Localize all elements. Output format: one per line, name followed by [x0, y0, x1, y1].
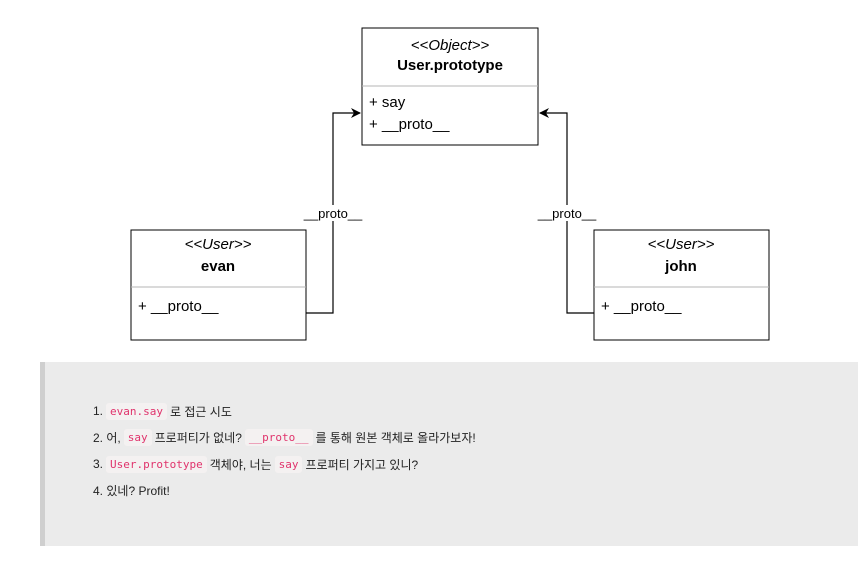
prototype-diagram: <<Object>> User.prototype + say + __prot…	[130, 27, 770, 341]
prototype-attr-say: + say	[369, 94, 406, 111]
note-line-1: 1. evan.say 로 접근 시도	[93, 398, 858, 425]
note-1-code: evan.say	[106, 402, 167, 420]
note-line-2: 2. 어, say 프로퍼티가 없네? __proto__ 를 통해 원본 객체…	[93, 425, 858, 452]
note-4-index: 4.	[93, 483, 104, 498]
note-1-text: 로 접근 시도	[170, 404, 232, 419]
prototype-attr-proto: + __proto__	[369, 116, 450, 133]
john-stereotype: <<User>>	[648, 236, 715, 253]
john-box: <<User>> john + __proto__	[593, 229, 770, 341]
evan-stereotype: <<User>>	[185, 236, 252, 253]
right-edge-label-text: __proto__	[537, 206, 597, 221]
note-3-code1: User.prototype	[106, 455, 207, 473]
evan-name: evan	[201, 258, 235, 275]
note-2-mid: 프로퍼티가 없네?	[154, 431, 242, 446]
note-2-post: 를 통해 원본 객체로 올라가보자!	[315, 431, 476, 446]
note-3-code2: say	[274, 455, 303, 473]
prototype-box: <<Object>> User.prototype + say + __prot…	[361, 27, 539, 146]
note-2-pre: 어,	[106, 431, 121, 446]
note-line-4: 4. 있네? Profit!	[93, 478, 858, 505]
right-edge-label: __proto__	[531, 205, 603, 221]
evan-attr-proto: + __proto__	[138, 298, 219, 315]
note-2-index: 2.	[93, 430, 104, 445]
note-2-code2: __proto__	[244, 429, 313, 447]
evan-box: <<User>> evan + __proto__	[130, 229, 307, 341]
note-4-text: 있네? Profit!	[106, 484, 170, 499]
john-attr-proto: + __proto__	[601, 298, 682, 315]
explanation-panel: 1. evan.say 로 접근 시도 2. 어, say 프로퍼티가 없네? …	[40, 362, 858, 546]
note-line-3: 3. User.prototype 객체야, 너는 say 프로퍼티 가지고 있…	[93, 451, 858, 478]
prototype-name: User.prototype	[397, 57, 503, 74]
left-edge-label: __proto__	[297, 205, 369, 221]
note-3-post: 프로퍼티 가지고 있니?	[305, 457, 419, 472]
note-3-mid: 객체야, 너는	[209, 457, 272, 472]
john-name: john	[664, 258, 697, 275]
note-1-index: 1.	[93, 404, 104, 419]
left-edge-label-text: __proto__	[303, 206, 363, 221]
note-3-index: 3.	[93, 457, 104, 472]
note-2-code1: say	[123, 429, 152, 447]
prototype-stereotype: <<Object>>	[411, 37, 490, 54]
